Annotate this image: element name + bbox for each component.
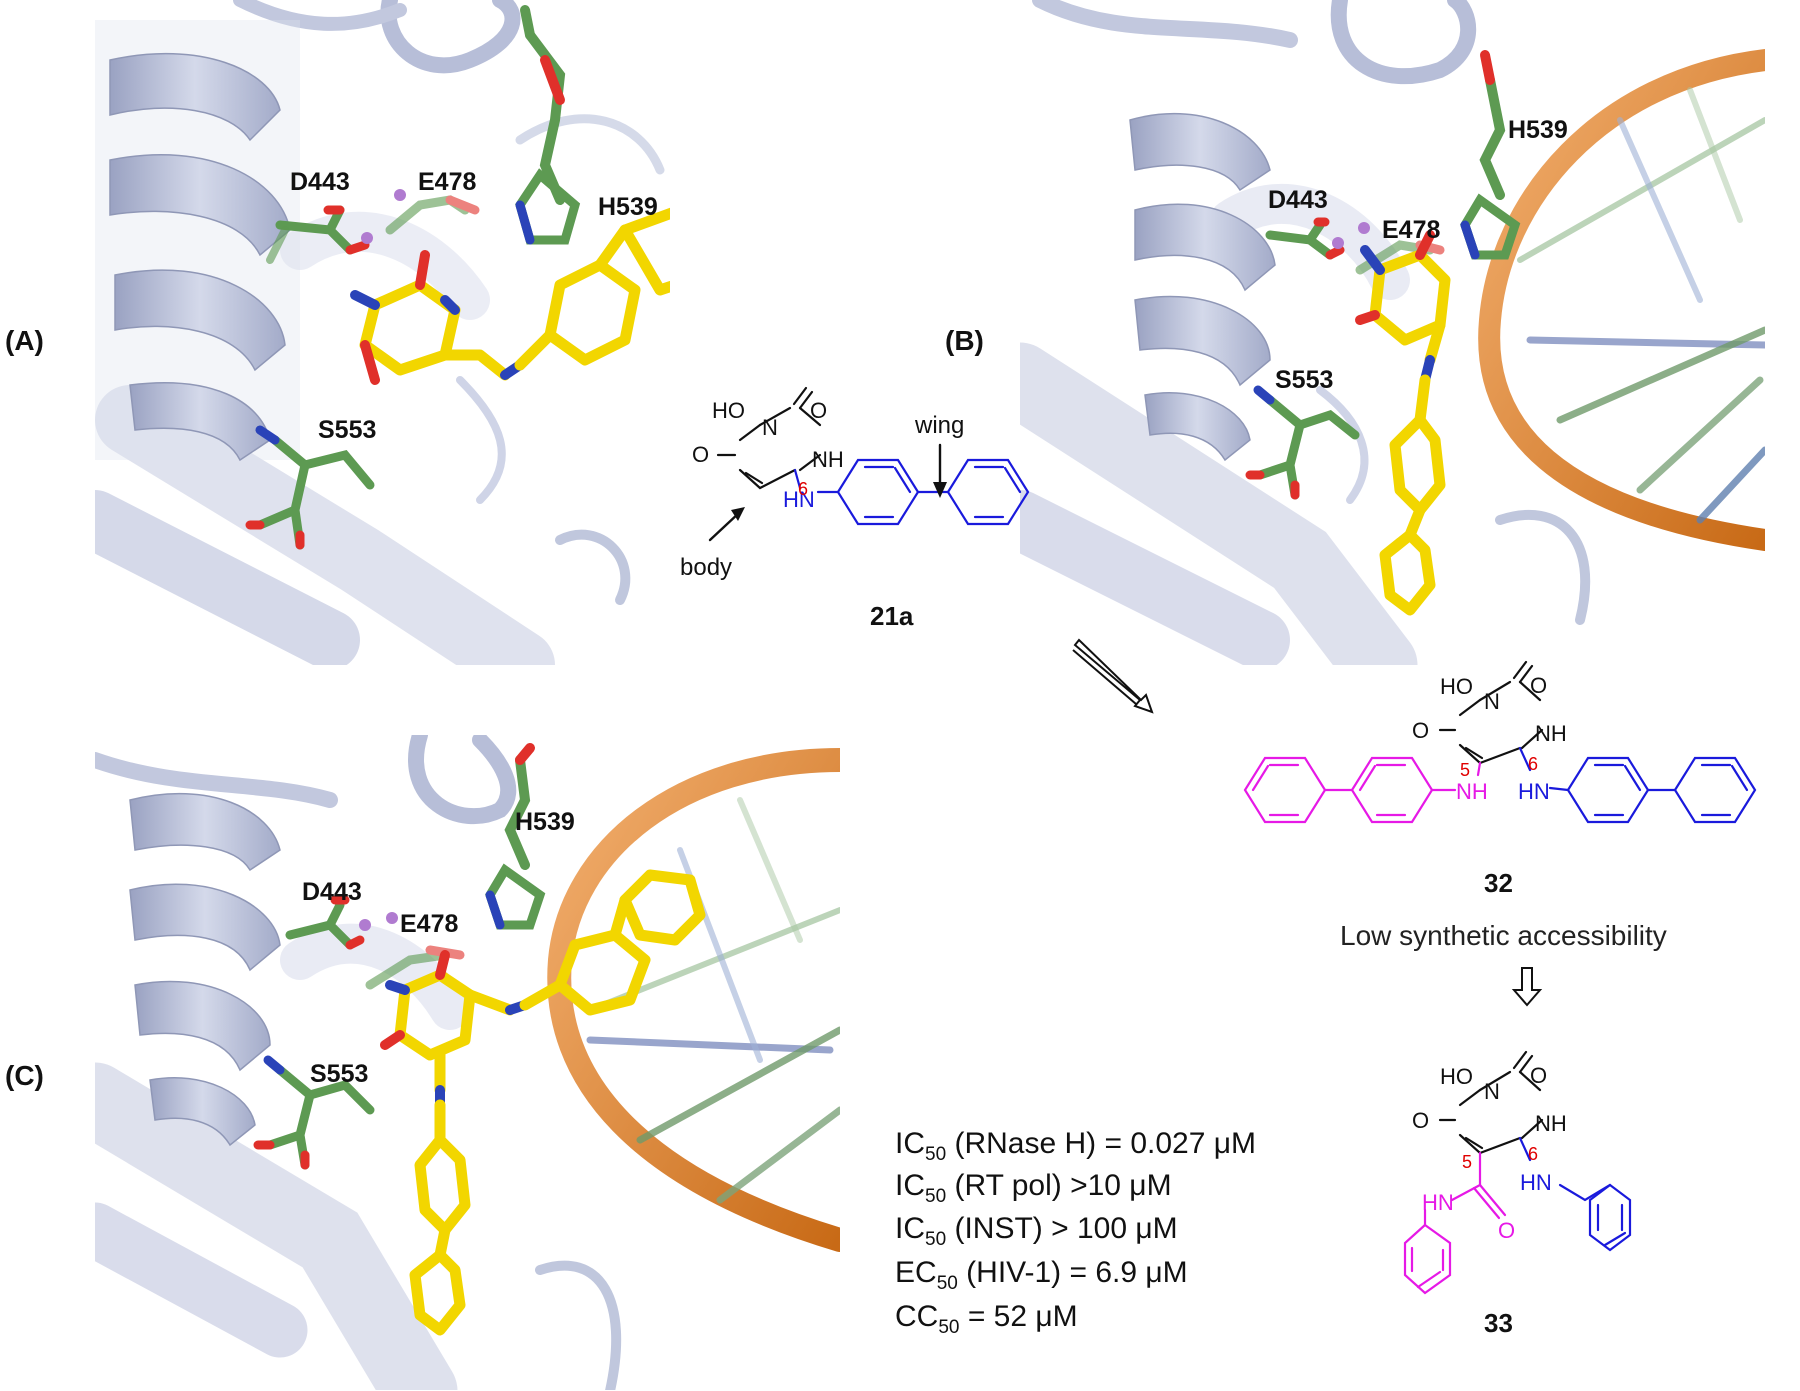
compound-21a-n: N [762,415,778,440]
panel-b-residue-e478: E478 [1382,216,1440,244]
compound-33-hn: HN [1520,1170,1552,1195]
panel-b-label: (B) [945,325,984,356]
compound-21a-position-6: 6 [798,479,808,499]
compound-21a-o2: O [810,398,827,423]
compound-32-position-5: 5 [1460,760,1470,780]
compound-33-o1: O [1412,1108,1429,1133]
panel-a-d443-stick [266,205,370,264]
compound-21a-o1: O [692,442,709,467]
panel-b-residue-d443: D443 [1268,186,1328,214]
panel-c-metal-ion-2 [386,912,398,924]
panel-b-d443-stick [1265,217,1345,260]
panel-c-residue-s553: S553 [310,1060,368,1088]
activity-properties: IC50 (RNase H) = 0.027 μM IC50 (RT pol) … [895,1127,1256,1338]
panel-a-metal-ion-1 [394,189,406,201]
compound-21a-body-label: body [680,554,732,581]
panel-c-helix [129,792,281,1147]
panel-a-residue-s553: S553 [318,416,376,444]
panel-a: D443 E478 H539 S553 [95,0,670,665]
panel-b: H539 D443 E478 S553 [1020,0,1765,665]
compound-32-n: N [1484,689,1500,714]
compound-33-nh: NH [1535,1111,1567,1136]
panel-a-residue-d443: D443 [290,168,350,196]
panel-b-helix [1129,112,1276,462]
panel-a-label: (A) [5,325,44,356]
diagonal-hollow-arrow [1072,638,1154,714]
panel-a-ligand [350,207,670,385]
panel-a-h539-stick [515,5,581,245]
property-cc50: CC50 = 52 μM [895,1300,1078,1338]
compound-21a-nh: NH [812,447,844,472]
compound-21a-hn: HN [783,487,815,512]
property-ic50-rnase-h: IC50 (RNase H) = 0.027 μM [895,1127,1256,1165]
property-ec50-hiv1: EC50 (HIV-1) = 6.9 μM [895,1256,1188,1294]
compound-21a-structure [708,386,1030,542]
compound-21a-wing-label: wing [914,412,964,439]
compound-33-position-5: 5 [1462,1152,1472,1172]
panel-c-s553-stick [253,1055,375,1170]
panel-b-metal-ion-2 [1332,237,1344,249]
compound-32-hn: HN [1518,779,1550,804]
compound-32-o1: O [1412,718,1429,743]
compound-33-ho: HO [1440,1064,1473,1089]
compound-32-o2: O [1530,673,1547,698]
panel-a-protein-ribbon [95,0,665,665]
panel-a-residue-h539: H539 [598,193,658,221]
panel-a-residue-e478: E478 [418,168,476,196]
panel-b-h539-stick [1460,50,1521,260]
panel-a-e478-stick [385,195,480,235]
property-ic50-inst: IC50 (INST) > 100 μM [895,1212,1178,1250]
panel-b-ligand [1355,230,1451,616]
compound-33-position-6: 6 [1528,1144,1538,1164]
property-ic50-rt-pol: IC50 (RT pol) >10 μM [895,1169,1172,1207]
panel-a-helix [95,20,300,462]
down-hollow-arrow [1511,967,1543,1007]
panel-c-residue-e478: E478 [400,910,458,938]
compound-33-n: N [1484,1079,1500,1104]
compound-32-ho: HO [1440,674,1473,699]
panel-a-s553-stick [245,425,375,550]
panel-c-protein-ribbon [95,735,622,1390]
panel-c: H539 D443 E478 S553 [95,735,840,1390]
panel-c-metal-ion-1 [359,919,371,931]
compound-21a-name: 21a [870,601,914,631]
panel-b-dna [1478,49,1765,551]
compound-33-amide-nh: HN [1422,1190,1454,1215]
panel-b-s553-stick [1245,385,1360,500]
compound-32-nh5: NH [1456,779,1488,804]
compound-33-name: 33 [1484,1308,1513,1338]
panel-c-label: (C) [5,1060,44,1091]
panel-c-d443-stick [285,895,365,950]
compound-32-position-6: 6 [1528,754,1538,774]
synthetic-accessibility-note: Low synthetic accessibility [1340,920,1667,951]
compound-33-o2: O [1530,1063,1547,1088]
panel-c-residue-d443: D443 [302,878,362,906]
panel-b-residue-s553: S553 [1275,366,1333,394]
compound-33-structure [1403,1050,1632,1295]
compound-32-nh: NH [1535,721,1567,746]
panel-c-h539-stick [485,743,546,930]
compound-21a-ho: HO [712,398,745,423]
panel-a-metal-ion-2 [361,232,373,244]
compound-32-structure [1243,660,1757,824]
compound-32-name: 32 [1484,868,1513,898]
panel-c-ligand [380,869,706,1336]
panel-b-residue-h539: H539 [1508,116,1568,144]
panel-b-metal-ion-1 [1358,222,1370,234]
panel-b-protein-ribbon [1020,0,1591,665]
panel-c-residue-h539: H539 [515,808,575,836]
compound-33-amide-o: O [1498,1218,1515,1243]
